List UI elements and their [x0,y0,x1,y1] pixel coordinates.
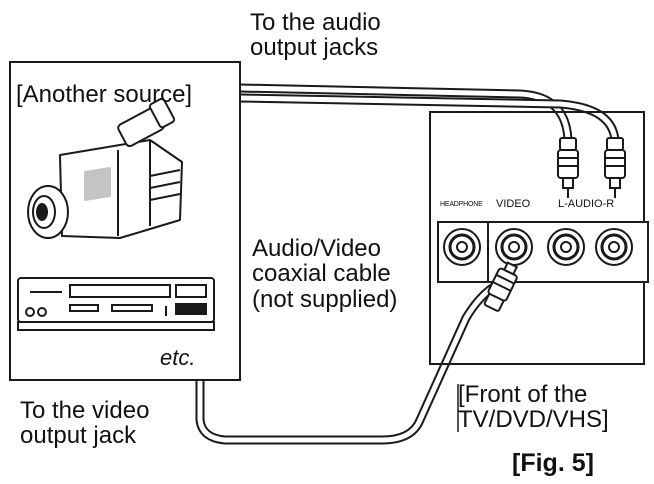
audio-cables [235,83,620,145]
video-jack [495,228,533,266]
audio-left-jack [547,228,585,266]
av-cable-label: Audio/Video coaxial cable (not supplied) [252,235,398,313]
camcorder-icon [27,97,183,239]
another-source-label: [Another source] [16,81,193,108]
audio-output-label: To the audio output jacks [250,9,381,62]
front-of-tv-label: [Front of the TV/DVD/VHS] [458,381,609,434]
vcr-icon [17,277,215,331]
video-plug [483,261,519,312]
video-output-label: To the video output jack [20,397,150,450]
audio-jack-label: L-AUDIO-R [558,198,615,210]
video-jack-label: VIDEO [496,198,531,210]
audio-plug-left [557,137,579,198]
headphone-jack [443,228,481,266]
figure-label: [Fig. 5] [512,449,594,477]
jack-sockets [443,228,633,266]
video-cable [195,283,497,445]
etc-label: etc. [160,345,196,370]
headphone-jack-label: HEADPHONE [440,201,483,208]
audio-right-jack [595,228,633,266]
audio-plug-right [604,137,626,198]
